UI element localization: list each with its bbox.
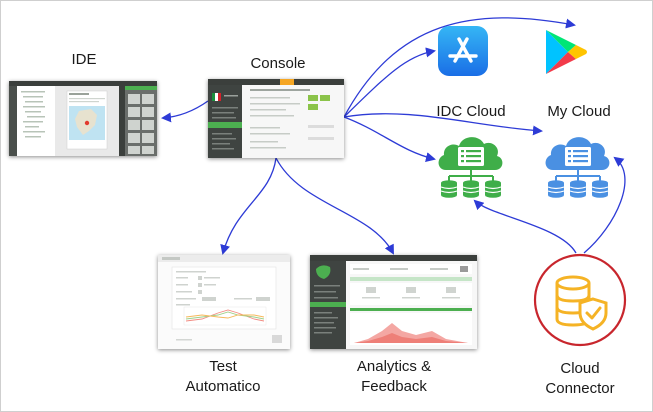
analytics-screenshot xyxy=(310,255,477,349)
test-automatico-label-line2: Automatico xyxy=(185,378,261,395)
arrow-console-to-mycloud xyxy=(343,113,543,136)
idc-cloud-label: IDC Cloud xyxy=(436,103,506,120)
my-cloud-label: My Cloud xyxy=(547,103,611,120)
ide-label: IDE xyxy=(71,51,97,68)
arrow-connector-to-idc xyxy=(473,199,577,254)
analytics-label-line1: Analytics & xyxy=(356,358,432,375)
console-label: Console xyxy=(250,55,306,72)
cloud-connector-label-line2: Connector xyxy=(545,380,615,397)
arrow-console-to-test xyxy=(220,157,277,255)
app-store-icon xyxy=(438,26,488,76)
arrow-console-to-ide xyxy=(161,100,209,123)
arrow-console-to-appstore xyxy=(343,47,436,118)
console-screenshot xyxy=(208,79,344,158)
test-automatico-label-line1: Test xyxy=(209,358,237,375)
cloud-connector-icon xyxy=(533,253,627,347)
ide-screenshot xyxy=(9,81,157,156)
my-cloud-icon xyxy=(541,126,615,200)
cloud-connector-label-line1: Cloud xyxy=(560,360,600,377)
arrow-console-to-idc xyxy=(343,116,436,162)
idc-cloud-icon xyxy=(434,126,508,200)
arrow-connector-to-mycloud xyxy=(583,156,626,254)
test-automatico-screenshot xyxy=(158,255,290,349)
arrow-console-to-analytics xyxy=(275,157,394,255)
google-play-icon xyxy=(544,28,588,76)
analytics-label-line2: Feedback xyxy=(361,378,427,395)
arrow-console-to-play xyxy=(343,17,576,118)
